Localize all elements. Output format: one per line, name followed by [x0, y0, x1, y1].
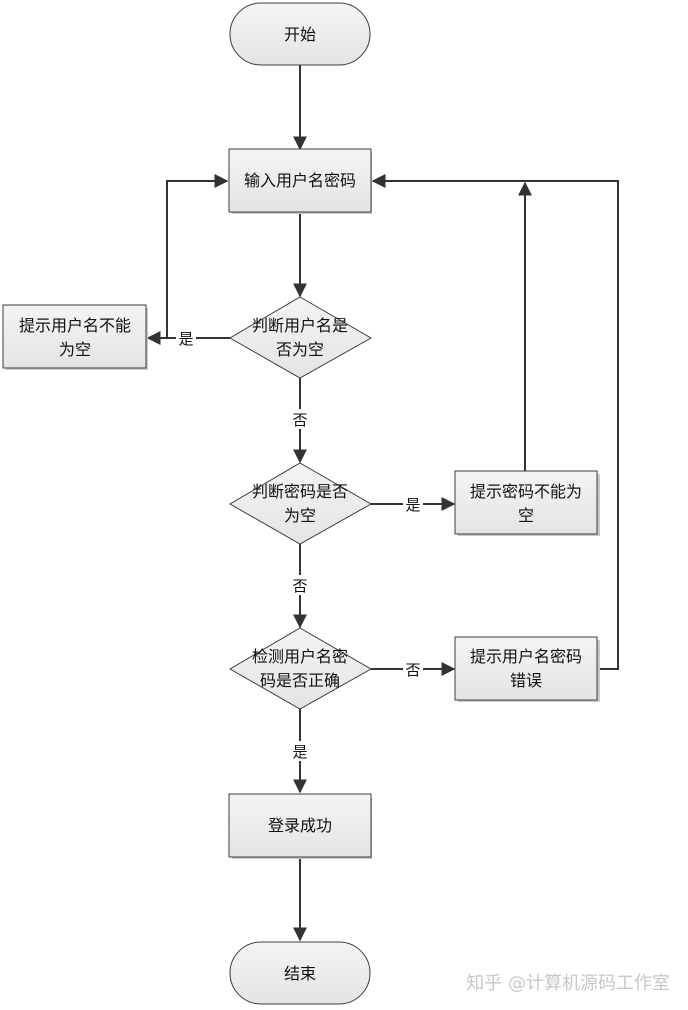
node-credentials-error-msg: 提示用户名密码 错误 — [454, 636, 600, 702]
node-credentials-error-msg-line2: 错误 — [510, 671, 542, 690]
node-user-empty-msg: 提示用户名不能 为空 — [2, 304, 148, 370]
node-login-success: 登录成功 — [228, 793, 372, 859]
decision-pwd-empty: 判断密码是否 为空 — [229, 462, 373, 545]
watermark-text: 知乎 @计算机源码工作室 — [466, 973, 670, 994]
node-pwd-empty-msg-line1: 提示密码不能为 — [470, 482, 582, 501]
node-start: 开始 — [229, 2, 371, 66]
decision-credentials-line2: 码是否正确 — [260, 671, 340, 690]
edge-labels: 是 否 是 否 否 是 — [176, 328, 423, 761]
node-end: 结束 — [229, 941, 371, 1005]
node-user-empty-msg-line1: 提示用户名不能 — [19, 316, 131, 335]
label-credentials-no: 否 — [405, 661, 420, 679]
edge-user-msg-back-to-input — [148, 174, 229, 339]
node-pwd-empty-msg: 提示密码不能为 空 — [454, 470, 600, 536]
decision-credentials: 检测用户名密 码是否正确 — [229, 627, 373, 710]
label-user-empty-yes: 是 — [178, 330, 193, 348]
decision-pwd-empty-line1: 判断密码是否 — [252, 482, 348, 501]
label-credentials-yes: 是 — [292, 743, 307, 761]
decision-pwd-empty-line2: 为空 — [284, 506, 316, 525]
node-user-empty-msg-line2: 为空 — [59, 340, 91, 359]
label-user-empty-no: 否 — [292, 411, 307, 429]
node-end-label: 结束 — [284, 964, 316, 983]
decision-user-empty: 判断用户名是 否为空 — [229, 296, 373, 379]
node-pwd-empty-msg-line2: 空 — [518, 506, 534, 525]
node-credentials-error-msg-line1: 提示用户名密码 — [470, 647, 582, 666]
label-pwd-empty-yes: 是 — [405, 496, 420, 514]
edge-cred-msg-back-to-input — [371, 174, 619, 670]
node-input: 输入用户名密码 — [228, 148, 372, 214]
node-login-success-label: 登录成功 — [268, 816, 332, 835]
node-input-label: 输入用户名密码 — [244, 171, 356, 190]
decision-credentials-line1: 检测用户名密 — [252, 647, 348, 666]
decision-user-empty-line2: 否为空 — [276, 340, 324, 359]
node-start-label: 开始 — [284, 25, 316, 44]
decision-user-empty-line1: 判断用户名是 — [252, 316, 348, 335]
label-pwd-empty-no: 否 — [292, 577, 307, 595]
